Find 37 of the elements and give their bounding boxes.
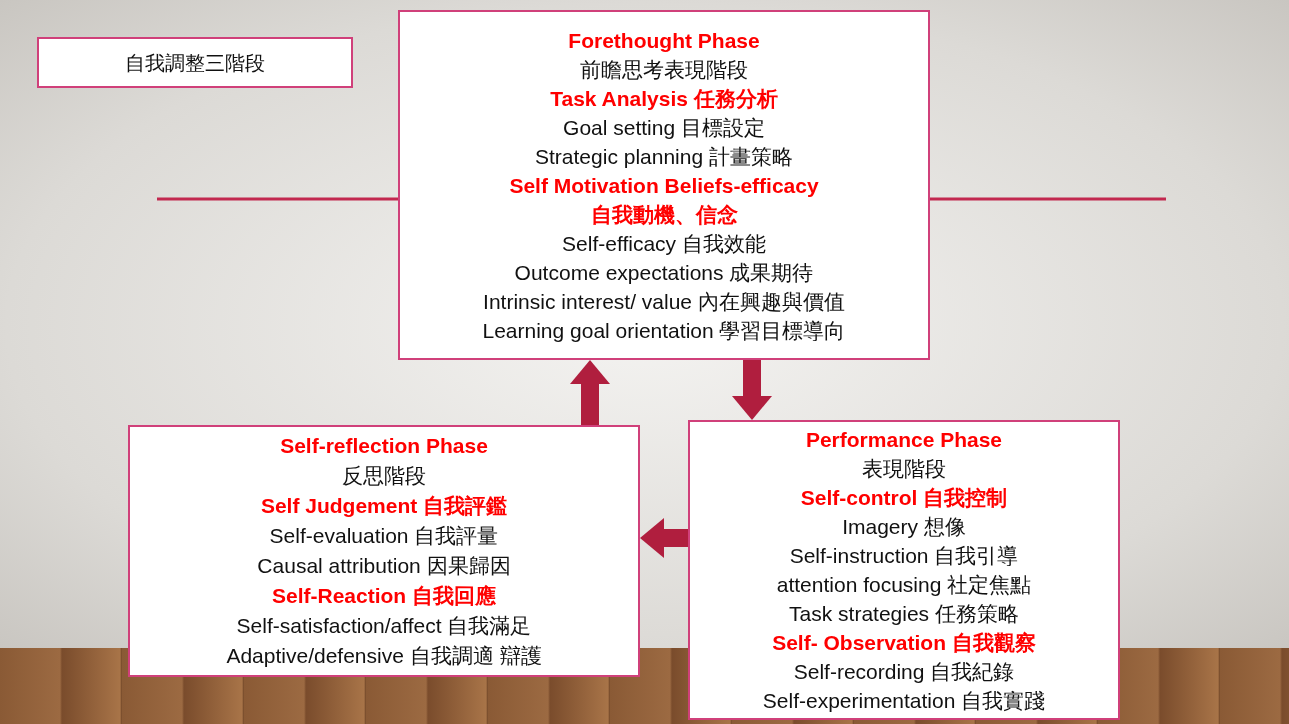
heading-text: Self-control 自我控制 bbox=[800, 485, 1008, 511]
body-text: Self-evaluation 自我評量 bbox=[269, 523, 499, 549]
heading-text: Self Motivation Beliefs-efficacy bbox=[509, 172, 819, 199]
heading-text: Self-Reaction 自我回應 bbox=[272, 583, 496, 609]
body-text: Self-satisfaction/affect 自我滿足 bbox=[236, 613, 532, 639]
body-text: attention focusing 社定焦點 bbox=[776, 572, 1032, 598]
phase-box bbox=[688, 420, 1120, 720]
phase-box bbox=[37, 37, 353, 88]
body-text: Intrinsic interest/ value 內在興趣與價值 bbox=[483, 288, 845, 315]
body-text: Task strategies 任務策略 bbox=[789, 601, 1019, 627]
phase-box bbox=[128, 425, 640, 677]
body-text: Goal setting 目標設定 bbox=[563, 114, 765, 141]
heading-text: Self-reflection Phase bbox=[280, 433, 488, 459]
body-text: 自我調整三階段 bbox=[125, 50, 265, 76]
block-arrow bbox=[570, 360, 610, 425]
body-text: Self-experimentation 自我實踐 bbox=[762, 688, 1046, 714]
body-text: Strategic planning 計畫策略 bbox=[535, 143, 793, 170]
heading-text: Self- Observation 自我觀察 bbox=[772, 630, 1036, 656]
heading-text: Self Judgement 自我評鑑 bbox=[260, 493, 508, 519]
body-text: Learning goal orientation 學習目標導向 bbox=[482, 317, 846, 344]
body-text: Self-recording 自我紀錄 bbox=[793, 659, 1015, 685]
block-arrow bbox=[732, 360, 772, 420]
body-text: Self-efficacy 自我效能 bbox=[562, 230, 766, 257]
heading-text: Performance Phase bbox=[805, 427, 1003, 453]
heading-text: Forethought Phase bbox=[568, 27, 760, 54]
body-text: 表現階段 bbox=[862, 456, 946, 482]
body-text: Adaptive/defensive 自我調適 辯護 bbox=[226, 643, 542, 669]
body-text: Outcome expectations 成果期待 bbox=[514, 259, 814, 286]
phase-box bbox=[398, 10, 930, 360]
heading-text: 自我動機、信念 bbox=[590, 201, 738, 228]
body-text: Self-instruction 自我引導 bbox=[789, 543, 1019, 569]
body-text: Causal attribution 因果歸因 bbox=[257, 553, 511, 579]
body-text: Imagery 想像 bbox=[842, 514, 966, 540]
heading-text: Task Analysis 任務分析 bbox=[550, 85, 778, 112]
body-text: 反思階段 bbox=[342, 463, 426, 489]
body-text: 前瞻思考表現階段 bbox=[580, 56, 748, 83]
block-arrow bbox=[640, 518, 688, 558]
